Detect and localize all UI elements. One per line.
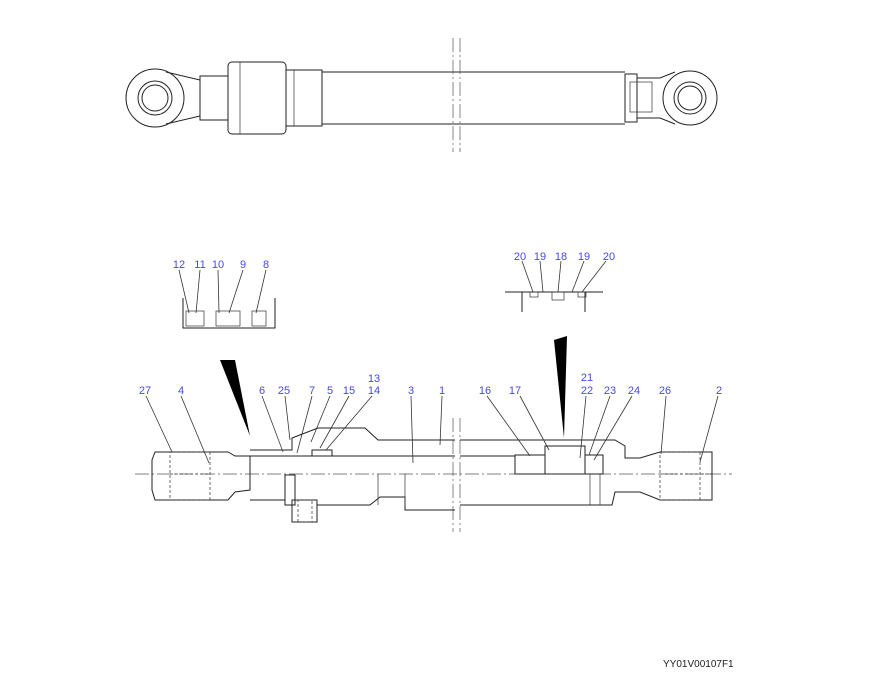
part-label: 15 bbox=[343, 385, 355, 397]
part-label: 23 bbox=[604, 385, 616, 397]
part-label: 20 bbox=[603, 251, 615, 263]
part-label: 5 bbox=[327, 385, 333, 397]
figure-code: YY01V00107F1 bbox=[663, 659, 734, 670]
part-label: 27 bbox=[139, 385, 151, 397]
part-label: 21 bbox=[581, 372, 593, 384]
part-label: 16 bbox=[479, 385, 491, 397]
part-label: 9 bbox=[240, 259, 246, 271]
detail-right: 20 19 18 19 20 bbox=[505, 251, 615, 312]
part-label: 3 bbox=[408, 385, 414, 397]
part-label: 4 bbox=[178, 385, 184, 397]
detail-left: 12 11 10 9 8 bbox=[173, 259, 276, 329]
part-label: 18 bbox=[555, 251, 567, 263]
part-label: 10 bbox=[212, 259, 224, 271]
part-label: 13 bbox=[368, 373, 380, 385]
detail-arrow bbox=[220, 360, 250, 436]
part-label: 11 bbox=[194, 259, 205, 271]
detail-arrow bbox=[554, 336, 567, 438]
part-label: 25 bbox=[278, 385, 290, 397]
part-label: 2 bbox=[716, 385, 722, 397]
cylinder-section-view: 27 4 6 25 7 5 15 13 14 3 1 16 17 21 22 2… bbox=[135, 336, 732, 532]
cylinder-external-view bbox=[125, 38, 718, 152]
part-label: 19 bbox=[578, 251, 590, 263]
part-label: 24 bbox=[628, 385, 640, 397]
part-label: 1 bbox=[439, 385, 445, 397]
part-label: 26 bbox=[659, 385, 671, 397]
part-label: 14 bbox=[368, 385, 380, 397]
part-label: 8 bbox=[263, 259, 269, 271]
part-label: 22 bbox=[581, 385, 593, 397]
part-label: 7 bbox=[309, 385, 315, 397]
part-label: 19 bbox=[534, 251, 546, 263]
part-label: 20 bbox=[514, 251, 526, 263]
part-label: 12 bbox=[173, 259, 185, 271]
part-label: 6 bbox=[259, 385, 265, 397]
part-label: 17 bbox=[509, 385, 521, 397]
